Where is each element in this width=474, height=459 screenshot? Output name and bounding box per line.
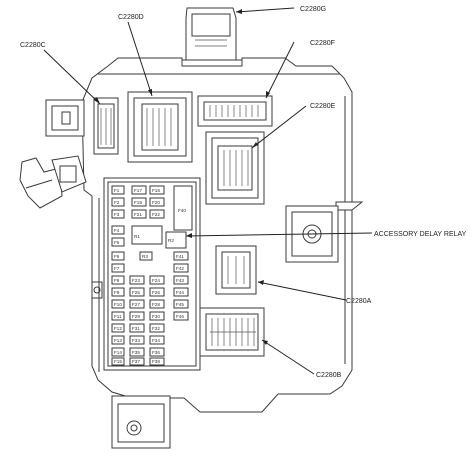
- accessory-delay-relay: [165, 231, 187, 249]
- c2280d-pointer: [127, 21, 153, 97]
- c2280d-connector: [127, 91, 193, 163]
- fuse-row-9: F10 F27 F28 F45: [111, 299, 189, 309]
- fuse-f22-label: F22: [152, 212, 160, 217]
- fuse-f11-label: F11: [114, 314, 122, 319]
- c2280c-pointer: [43, 49, 101, 105]
- relay-r1-label: R1: [134, 234, 140, 239]
- fuse-f5-label: F5: [114, 240, 120, 245]
- fuse-f25-label: F25: [132, 290, 140, 295]
- left-lower-ear: [19, 155, 87, 209]
- fuse-f27-label: F27: [132, 302, 140, 307]
- fuse-row-5: F6 R3 F41: [111, 251, 189, 261]
- fuse-row-2: F2 F19 F20: [111, 197, 165, 207]
- fuse-f42-label: F42: [176, 266, 184, 271]
- fuse-f7-label: F7: [114, 266, 120, 271]
- callout-c2280e: C2280E: [310, 103, 336, 110]
- c2280g-connector-housing: [181, 7, 243, 83]
- fuse-f4-label: F4: [114, 228, 120, 233]
- relay-group: [131, 185, 193, 249]
- relay-large-label: F40: [178, 208, 186, 213]
- fuse-f34-label: F34: [152, 338, 160, 343]
- fuse-row-10: F11 F29 F30 F46: [111, 311, 189, 321]
- relay-large: [173, 185, 193, 231]
- fuse-row-12: F13 F33 F34: [111, 335, 165, 345]
- fuse-f17-label: F17: [134, 188, 142, 193]
- fuse-f9-label: F9: [114, 290, 120, 295]
- fuse-f6-label: F6: [114, 254, 120, 259]
- fuse-f18-label: F18: [152, 188, 160, 193]
- left-bolt-hole: [91, 281, 103, 299]
- fuse-f23-label: F23: [132, 278, 140, 283]
- fuse-f45-label: F45: [176, 302, 184, 307]
- fuse-f41-label: F41: [176, 254, 184, 259]
- c2280b-pointer: [261, 339, 315, 375]
- fuse-f26-label: F26: [152, 290, 160, 295]
- fuse-f28-label: F28: [152, 302, 160, 307]
- fuse-f2-label: F2: [114, 200, 120, 205]
- fuse-f24-label: F24: [152, 278, 160, 283]
- callout-c2280b: C2280B: [316, 372, 342, 379]
- fuse-f12-label: F12: [114, 326, 122, 331]
- fuse-f38-label: F38: [152, 359, 160, 364]
- fuse-f10-label: F10: [114, 302, 122, 307]
- c2280f-pointer: [265, 41, 295, 99]
- c2280a-pointer: [257, 281, 347, 301]
- relay-r2-label: R2: [168, 238, 174, 243]
- fuse-f3-label: F3: [114, 212, 120, 217]
- fuse-f8-label: F8: [114, 278, 120, 283]
- callout-pointers: [43, 7, 373, 375]
- c2280g-pointer: [235, 7, 295, 13]
- relay-r1: [131, 225, 163, 245]
- fuse-f35-label: F35: [132, 350, 140, 355]
- fuse-f32-label: F32: [152, 326, 160, 331]
- fuse-f30-label: F30: [152, 314, 160, 319]
- callout-c2280f: C2280F: [310, 40, 335, 47]
- fuse-f37-label: F37: [132, 359, 140, 364]
- c2280a-connector: [215, 245, 257, 295]
- fuse-f1-label: F1: [114, 188, 120, 193]
- callout-c2280c: C2280C: [20, 42, 46, 49]
- c2280b-connector: [199, 307, 265, 357]
- fuse-f20-label: F20: [152, 200, 160, 205]
- left-mounting-ear: [45, 99, 85, 137]
- fuse-f46-label: F46: [176, 314, 184, 319]
- fuse-f33-label: F33: [132, 338, 140, 343]
- fuse-row-1: F1 F17 F18: [111, 185, 165, 195]
- accessory-delay-relay-pointer: [185, 232, 373, 237]
- c2280c-connector: [93, 97, 119, 155]
- fuse-f19-label: F19: [134, 200, 142, 205]
- fuse-row-8: F9 F25 F26 F44: [111, 287, 189, 297]
- fuse-row-11: F12 F31 F32: [111, 323, 165, 333]
- fuse-f43-label: F43: [176, 278, 184, 283]
- fuse-f31-label: F31: [132, 326, 140, 331]
- callout-c2280a: C2280A: [346, 298, 372, 305]
- fuse-f21-label: F21: [134, 212, 142, 217]
- fuse-row-7: F8 F23 F24 F43: [111, 275, 189, 285]
- c2280e-connector: [205, 131, 265, 205]
- callout-c2280d: C2280D: [118, 14, 144, 21]
- fuse-f14-label: F14: [114, 350, 122, 355]
- fuse-row-14: F15 F37 F38: [111, 357, 165, 366]
- fuse-row-3: F3 F21 F22: [111, 209, 165, 219]
- fuse-f29-label: F29: [132, 314, 140, 319]
- fuse-f15-label: F15: [114, 359, 122, 364]
- relay-r3-label: R3: [142, 254, 148, 259]
- fuse-f44-label: F44: [176, 290, 184, 295]
- callout-c2280g: C2280G: [300, 6, 326, 13]
- fuse-row-13: F14 F35 F36: [111, 347, 165, 357]
- fuse-f13-label: F13: [114, 338, 122, 343]
- bottom-mounting-tab: [111, 395, 171, 449]
- c2280f-connector: [197, 95, 273, 127]
- fuse-row-4: F4 F5 R1 R2: [111, 225, 174, 247]
- callout-accessory-delay-relay: ACCESSORY DELAY RELAY: [374, 231, 467, 238]
- c2280e-pointer: [251, 105, 307, 149]
- fuse-row-6: F7 F42: [111, 263, 189, 273]
- fuse-f36-label: F36: [152, 350, 160, 355]
